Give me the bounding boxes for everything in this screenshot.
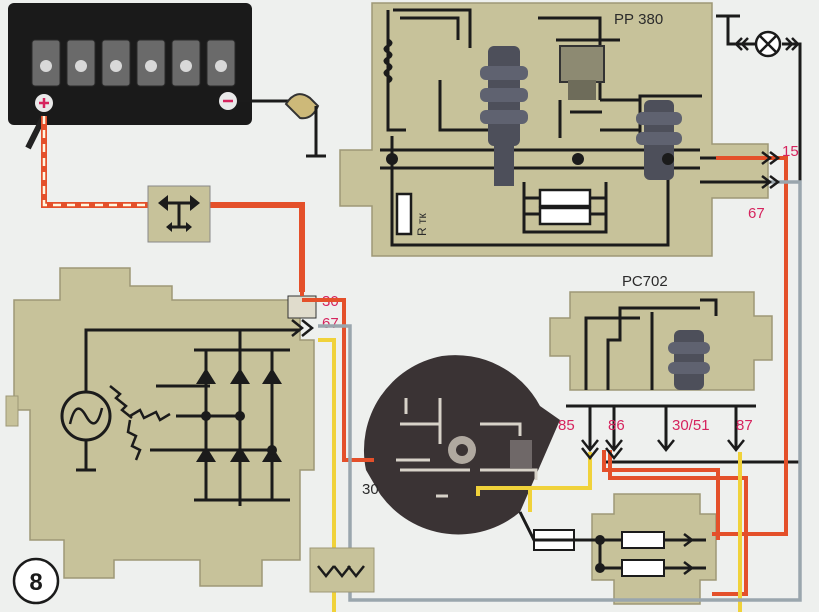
diode-bridge-icon: [194, 330, 290, 506]
battery-positive-terminal: [35, 94, 53, 112]
relay-terminal-30-51: 30/51: [672, 417, 710, 434]
relay-terminal-pins: [588, 406, 738, 450]
resistor-label: R тк: [415, 213, 429, 236]
relay-connectors: [581, 151, 781, 461]
figure-number-badge: 8: [12, 557, 60, 605]
battery: [8, 3, 252, 125]
lamp-icon: [734, 30, 800, 58]
fuse-block-icon: [147, 185, 211, 243]
regulator-internal-wiring: [380, 8, 770, 247]
regulator-small-resistors: [538, 188, 592, 226]
relay-title: РС702: [622, 273, 668, 290]
figure-number: 8: [29, 569, 42, 596]
relay-terminal-85: 85: [558, 417, 575, 434]
ground-icon: [284, 93, 326, 158]
regulator-wire-coil: [383, 38, 393, 84]
fuse-box: [591, 493, 717, 605]
bottom-connector: [309, 547, 375, 593]
relay-coil: [668, 330, 710, 390]
relay-terminal-87: 87: [736, 417, 753, 434]
alternator-icon: [5, 267, 317, 587]
red-wires: [300, 156, 788, 596]
regulator-terminal-67: 67: [748, 205, 765, 222]
regulator-terminal-15: 15: [782, 143, 799, 160]
regulator-solenoid: [480, 46, 528, 186]
stator-winding: [109, 385, 171, 461]
regulator-contacts: [559, 45, 605, 100]
alternator-terminal-67: 67: [322, 315, 339, 332]
regulator-title: РР 380: [614, 11, 663, 28]
voltage-regulator: РР 380: [339, 2, 770, 257]
battery-negative-terminal: [219, 92, 237, 110]
auxiliary-relay: РС702: [549, 273, 773, 408]
ignition-terminal-30: 30: [362, 481, 379, 498]
relay-terminal-86: 86: [608, 417, 625, 434]
regulator-resistor: [395, 192, 413, 236]
grey-wires: [318, 180, 802, 602]
connector-icon: [518, 511, 600, 551]
yellow-wires: [318, 338, 742, 612]
